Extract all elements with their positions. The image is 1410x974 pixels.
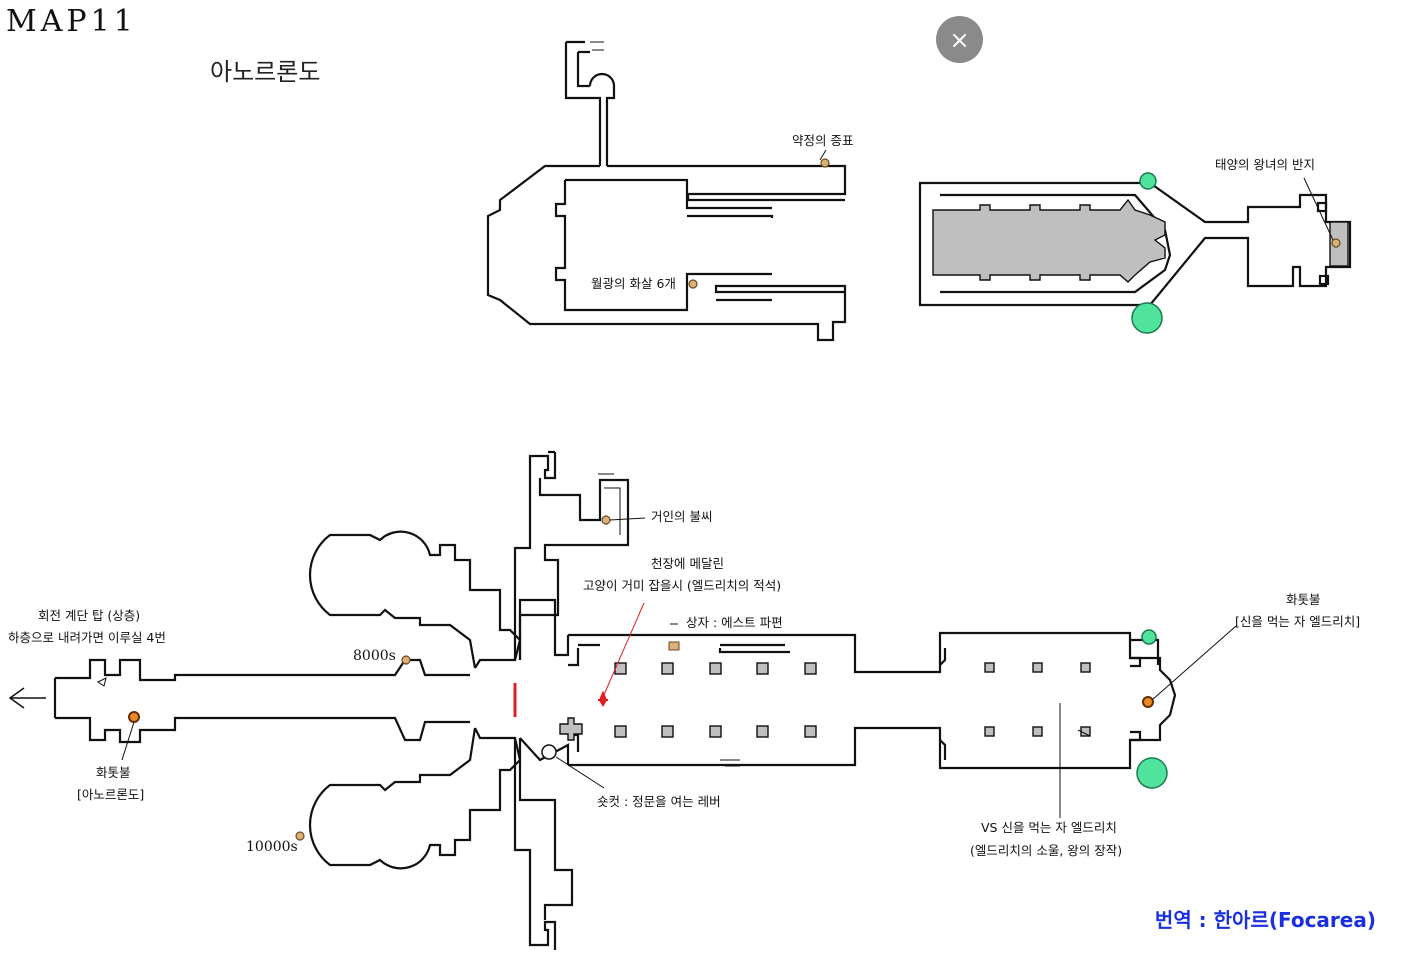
souls-10000-marker (295, 831, 305, 841)
label-souls-10000: 10000s (246, 839, 298, 855)
label-bonfire-left-sub: [아노르론도] (77, 787, 145, 802)
label-chest: 상자 : 에스트 파편 (686, 615, 783, 630)
souls-8000-marker (401, 655, 411, 665)
bonfire-right-pointer (1151, 625, 1237, 701)
ember-item-marker (601, 515, 611, 525)
warp-point-small-bottom (1141, 629, 1157, 645)
warp-point-small-top (1139, 172, 1157, 190)
label-ember: 거인의 불씨 (651, 509, 713, 524)
seal-item-marker (820, 158, 830, 168)
lever-pointer (555, 756, 605, 789)
bonfire-left-icon (128, 711, 140, 723)
map-title: MAP11 (6, 4, 137, 39)
chest-marker (668, 641, 680, 651)
area-name: 아노르론도 (210, 58, 321, 86)
warp-point-large-bottom (1136, 757, 1168, 789)
lever-marker (541, 744, 557, 760)
close-button[interactable]: × (936, 16, 983, 63)
bonfire-left-pointer (121, 721, 135, 761)
label-bonfire-right-sub: [신을 먹는 자 엘드리치] (1235, 614, 1361, 629)
arrows-item-marker (688, 279, 698, 289)
label-spider-line2: 고양이 거미 잡을시 (엘드리치의 적석) (583, 578, 782, 593)
label-arrows: 월광의 화살 6개 (591, 276, 676, 291)
translator-credit: 번역 : 한아르(Focarea) (1154, 908, 1376, 932)
label-boss-line1: VS 신을 먹는 자 엘드리치 (981, 820, 1117, 835)
ring-item-marker (1331, 238, 1341, 248)
tower-pointer (97, 677, 107, 687)
label-bonfire-left-name: 화톳불 (96, 765, 131, 780)
bonfire-right-icon (1142, 696, 1154, 708)
chapel-walls (918, 181, 1352, 307)
warp-point-large-top (1131, 302, 1163, 334)
label-souls-8000: 8000s (353, 648, 396, 664)
spider-marker (598, 690, 608, 707)
spider-pointer (602, 602, 645, 698)
label-ring: 태양의 왕녀의 반지 (1215, 157, 1315, 172)
label-lever: 숏컷 : 정문을 여는 레버 (597, 794, 721, 809)
label-bonfire-right-name: 화톳불 (1286, 592, 1321, 607)
lower-fortress-walls (53, 450, 1177, 950)
label-spider-line1: 천장에 메달린 (651, 556, 724, 571)
label-tower-line2: 하층으로 내려가면 이루실 4번 (8, 630, 166, 645)
label-boss-line2: (엘드리치의 소울, 왕의 장작) (970, 843, 1123, 858)
close-icon[interactable]: × (949, 25, 970, 54)
upper-hall-walls (486, 40, 847, 342)
label-tower-line1: 회전 계단 탑 (상층) (38, 608, 141, 623)
boss-pointer-tick (1077, 729, 1091, 737)
ember-pointer (609, 517, 646, 521)
left-exit-arrow-icon[interactable] (8, 687, 46, 709)
main-hall-pillars (559, 662, 1091, 741)
ring-pointer (1303, 177, 1334, 241)
seal-pointer (819, 149, 827, 161)
label-seal: 약정의 증표 (792, 133, 854, 148)
